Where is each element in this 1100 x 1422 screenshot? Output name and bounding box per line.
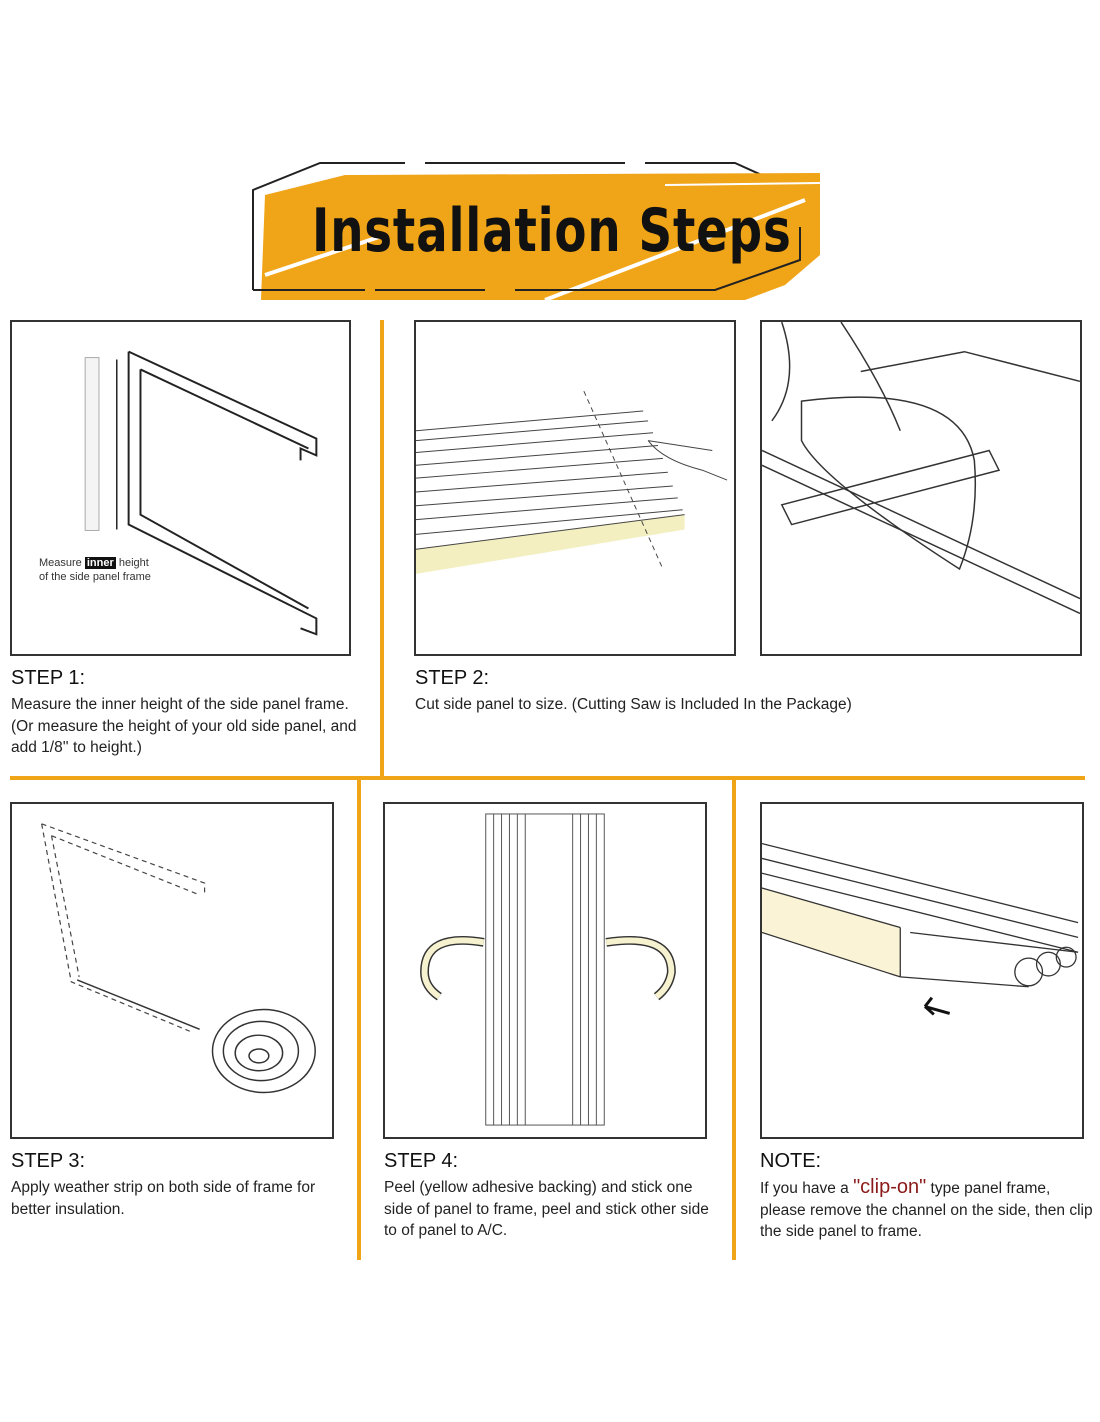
caption-text: of the side panel frame (39, 571, 151, 583)
arrow-icon (923, 996, 951, 1016)
step4-label: STEP 4: (384, 1150, 459, 1172)
note-illustration (760, 802, 1084, 1139)
step3-illustration (10, 802, 334, 1139)
note-text: If you have a "clip-on" type panel frame… (760, 1176, 1100, 1243)
step3-label: STEP 3: (11, 1150, 86, 1172)
step3-text: Apply weather strip on both side of fram… (11, 1179, 316, 1218)
divider (732, 780, 736, 1260)
step4-illustration (383, 802, 707, 1139)
measure-caption: Measure inner height of the side panel f… (39, 556, 151, 584)
caption-highlight: inner (84, 557, 116, 569)
step1-illustration: Measure inner height of the side panel f… (10, 320, 351, 656)
page-title: Installation Steps (312, 196, 792, 266)
step1-text: Measure the inner height of the side pan… (11, 696, 357, 756)
note-text-post: type panel frame, please remove the chan… (760, 1180, 1093, 1240)
caption-text: height (118, 557, 149, 569)
divider (357, 780, 361, 1260)
caption-text: Measure (39, 557, 82, 569)
divider (380, 320, 384, 778)
note-label: NOTE: (760, 1150, 822, 1172)
step2-text: Cut side panel to size. (Cutting Saw is … (415, 696, 852, 713)
step2-illustration (414, 320, 736, 656)
note-text-pre: If you have a (760, 1180, 849, 1197)
note-highlight: "clip-on" (853, 1176, 927, 1198)
step2-saw-illustration (760, 320, 1082, 656)
step4-text: Peel (yellow adhesive backing) and stick… (384, 1179, 709, 1239)
title-banner (252, 162, 821, 302)
step2-label: STEP 2: (415, 667, 490, 689)
divider (10, 776, 1085, 780)
step1-label: STEP 1: (11, 667, 86, 689)
